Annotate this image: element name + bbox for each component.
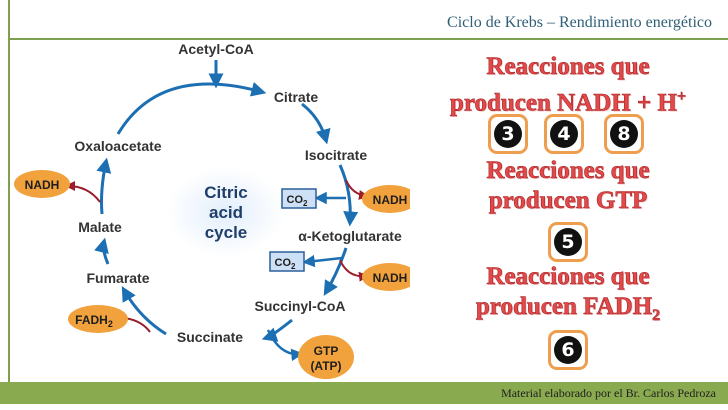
reaction-badge-8: 8 [604, 114, 644, 154]
gtp-reactions-heading: Reacciones que producen GTP [408, 156, 728, 216]
cycle-arrow-fumarate-malate [94, 237, 110, 265]
reaction-badge-5: 5 [548, 222, 588, 262]
cycle-arrow-succinate-fumarate [121, 286, 167, 336]
fadh2-label: FADH2 [75, 313, 113, 329]
cycle-center-label-3: cycle [205, 223, 248, 242]
co2-label-2: CO2 [275, 257, 297, 271]
nadh-heading-line1: Reacciones que [486, 53, 650, 81]
fadh2-heading-line2: producen FADH2 [408, 292, 728, 331]
gtp-heading-line2: producen GTP [488, 187, 648, 215]
metabolite-oxaloacetate: Oxaloacetate [74, 138, 161, 154]
cycle-arrow-succinylcoa-succinate [261, 318, 293, 342]
nadh-label-3: NADH [25, 178, 60, 192]
cycle-arrow-co2-release-2 [302, 254, 343, 268]
cycle-center-glow [166, 167, 286, 257]
fadh2-subscript: 2 [108, 319, 113, 329]
nadh-oval-1 [362, 185, 410, 213]
nadh-oval-3 [14, 170, 70, 198]
co2-text-2: CO [275, 257, 292, 269]
co2-box-1 [281, 188, 317, 209]
cycle-arrow-malate-oxaloacetate [96, 157, 112, 215]
co2-subscript-2: 2 [291, 262, 296, 271]
fadh2-reactions-heading: Reacciones que producen FADH2 [408, 262, 728, 331]
gtp-oval [298, 335, 354, 379]
co2-label-1: CO2 [287, 194, 309, 208]
nadh-oval-2 [362, 263, 410, 291]
citric-acid-cycle-diagram: Acetyl-CoA Citrate Isocitrate α-Ketoglut… [14, 41, 410, 379]
nadh-heading-line2: producen NADH + H+ [408, 82, 728, 118]
cycle-center-label-1: Citric [204, 183, 247, 202]
co2-subscript-1: 2 [303, 199, 308, 208]
slide-title: Ciclo de Krebs – Rendimiento energético [447, 14, 712, 31]
reaction-badge-6: 6 [548, 330, 588, 370]
metabolite-succinyl-coa: Succinyl-CoA [254, 298, 345, 314]
gtp-heading-line1: Reacciones que [486, 157, 650, 185]
gtp-label: GTP [314, 344, 339, 358]
cycle-arrow-ketoglutarate-succinylcoa [323, 247, 348, 296]
metabolite-succinate: Succinate [177, 329, 243, 345]
slide-frame-line [8, 0, 10, 384]
nadh-heading-text: producen NADH + H [449, 89, 678, 117]
reaction-number-6: 6 [554, 336, 582, 364]
reaction-number-4: 4 [550, 120, 578, 148]
nadh-label-1: NADH [373, 193, 408, 207]
reaction-number-8: 8 [610, 120, 638, 148]
reaction-badge-4: 4 [544, 114, 584, 154]
co2-text-1: CO [287, 194, 304, 206]
reaction-number-5: 5 [554, 228, 582, 256]
cycle-arrow-citrate-isocitrate [301, 102, 331, 145]
nadh-heading-superscript: + [676, 88, 687, 106]
metabolite-citrate: Citrate [274, 89, 319, 105]
metabolite-ketoglutarate: α-Ketoglutarate [298, 228, 402, 244]
nadh-reactions-heading: Reacciones que producen NADH + H+ [408, 52, 728, 118]
cycle-center-label-2: acid [209, 203, 243, 222]
side-arrow-nadh-2 [339, 259, 369, 282]
metabolite-malate: Malate [78, 219, 122, 235]
reaction-badge-3: 3 [488, 114, 528, 154]
footer-credit: Material elaborado por el Br. Carlos Ped… [501, 386, 716, 400]
fadh2-heading-text: producen FADH [475, 293, 653, 321]
co2-box-2 [269, 251, 305, 272]
cycle-arrow-gtp-release [266, 329, 304, 362]
cycle-arrow-oxaloacetate-citrate [116, 81, 267, 135]
fadh2-oval [68, 305, 128, 333]
reaction-number-3: 3 [494, 120, 522, 148]
nadh-label-2: NADH [373, 271, 408, 285]
fadh2-heading-line1: Reacciones que [486, 263, 650, 291]
atp-label: (ATP) [310, 359, 341, 373]
fadh2-text: FADH [75, 313, 108, 327]
footer-bar [0, 382, 728, 404]
title-divider [8, 38, 728, 40]
metabolite-isocitrate: Isocitrate [305, 147, 367, 163]
cycle-arrow-isocitrate-ketoglutarate [338, 164, 359, 227]
metabolite-acetyl-coa: Acetyl-CoA [178, 41, 253, 57]
metabolite-fumarate: Fumarate [86, 270, 149, 286]
side-arrow-nadh-3 [65, 181, 101, 203]
fadh2-heading-subscript: 2 [652, 307, 661, 325]
